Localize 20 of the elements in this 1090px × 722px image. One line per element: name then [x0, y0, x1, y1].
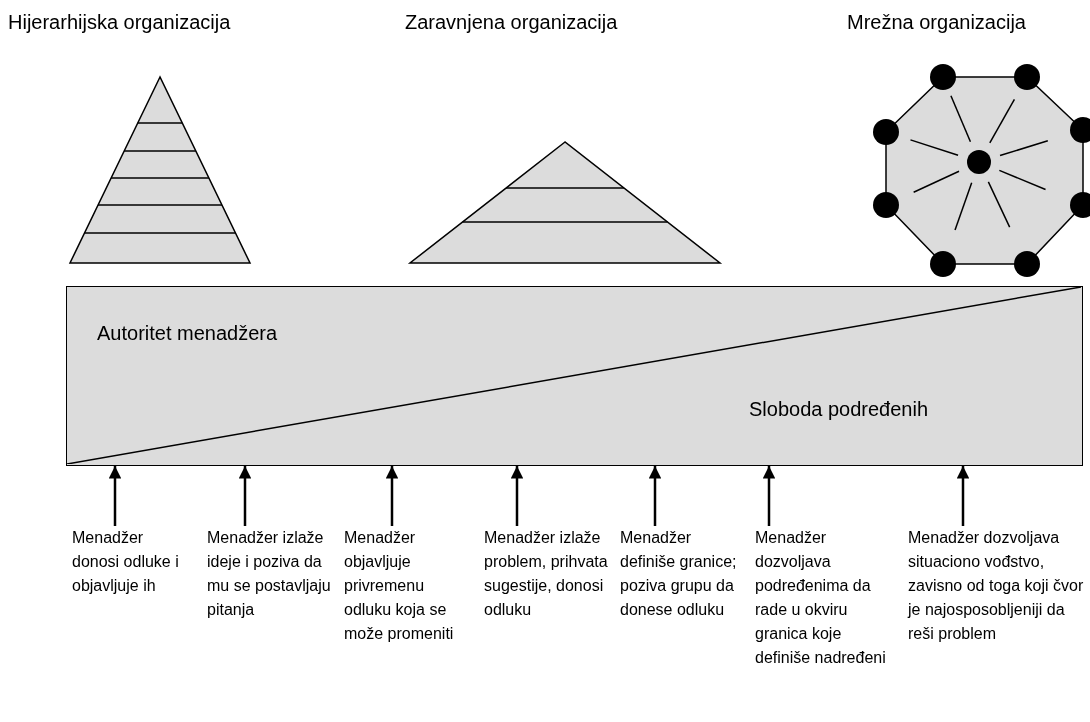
- arrow: [762, 466, 776, 526]
- authority-freedom-box: [66, 286, 1083, 466]
- style-description: Menadžer donosi odluke i objavljuje ih: [72, 526, 192, 598]
- organization-title: Mrežna organizacija: [847, 10, 1026, 34]
- box-caption: Sloboda podređenih: [749, 397, 929, 421]
- box-caption: Autoritet menadžera: [97, 321, 278, 345]
- arrow: [956, 466, 970, 526]
- style-description: Menadžer definiše granice; poziva grupu da donese odluku: [620, 526, 748, 622]
- style-description: Menadžer dozvoljava situaciono vođstvo, zavisno od toga koji čvor je najosposobljeniji da reši problem: [908, 526, 1086, 646]
- style-description: Menadžer dozvoljava podređenima da rade u okviru granica koje definiše nadređeni: [755, 526, 895, 670]
- arrow: [510, 466, 524, 526]
- style-description: Menadžer izlaže problem, prihvata sugestije, donosi odluku: [484, 526, 612, 622]
- style-description: Menadžer objavljuje privremenu odluku koja se može promeniti: [344, 526, 474, 646]
- organization-title: Hijerarhijska organizacija: [8, 10, 231, 34]
- style-description: Menadžer izlaže ideje i poziva da mu se postavljaju pitanja: [207, 526, 332, 622]
- arrow: [108, 466, 122, 526]
- organization-title: Zaravnjena organizacija: [405, 10, 618, 34]
- arrow: [238, 466, 252, 526]
- arrow: [385, 466, 399, 526]
- arrow: [648, 466, 662, 526]
